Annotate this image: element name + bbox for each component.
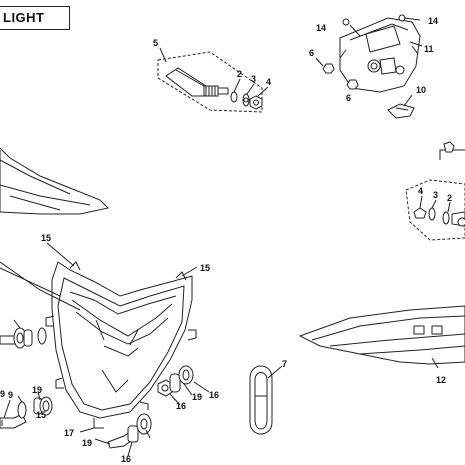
front-turn-signal-left — [157, 51, 263, 113]
part-callouts: 5 2 3 4 14 14 11 6 6 10 4 3 2 15 15 7 12… — [0, 16, 452, 464]
left-fasteners — [0, 319, 53, 429]
callout-label: 12 — [436, 375, 446, 385]
callout-label: 11 — [424, 44, 434, 54]
callout-label: 4 — [266, 77, 271, 87]
callout-label: 15 — [41, 233, 51, 243]
callout-label: 14 — [428, 16, 438, 26]
callout-label: 15 — [36, 410, 46, 420]
callout-label: 2 — [237, 69, 242, 79]
callout-label: 16 — [176, 401, 186, 411]
callout-label: 6 — [309, 48, 314, 58]
callout-label: 3 — [251, 74, 256, 84]
connector-clip — [387, 94, 415, 119]
callout-label: 17 — [64, 428, 74, 438]
callout-label: 5 — [153, 38, 158, 48]
callout-label: 15 — [200, 263, 210, 273]
callout-label: 4 — [418, 186, 423, 196]
callout-label: 10 — [416, 85, 426, 95]
callout-label: 16 — [121, 454, 131, 464]
callout-label: 7 — [282, 359, 287, 369]
bulb-strip — [249, 365, 283, 435]
left-side-light — [0, 147, 110, 215]
headlight-rear-cover — [322, 14, 421, 93]
title-box: LIGHT — [0, 6, 70, 30]
callout-label: 19 — [32, 385, 42, 395]
center-fasteners — [79, 365, 210, 457]
diagram-title: LIGHT — [3, 10, 45, 25]
right-side-light — [298, 305, 465, 369]
callout-label: 9 — [0, 389, 5, 399]
callout-label: 16 — [209, 390, 219, 400]
callout-label: 19 — [192, 392, 202, 402]
callout-label: 2 — [447, 193, 452, 203]
callout-label: 19 — [82, 438, 92, 448]
callout-label: 3 — [433, 190, 438, 200]
callout-label: 14 — [316, 23, 326, 33]
headlight-assembly — [0, 261, 197, 429]
callout-label: 6 — [346, 93, 351, 103]
callout-label: 9 — [8, 390, 13, 400]
front-turn-signal-right — [405, 141, 465, 241]
